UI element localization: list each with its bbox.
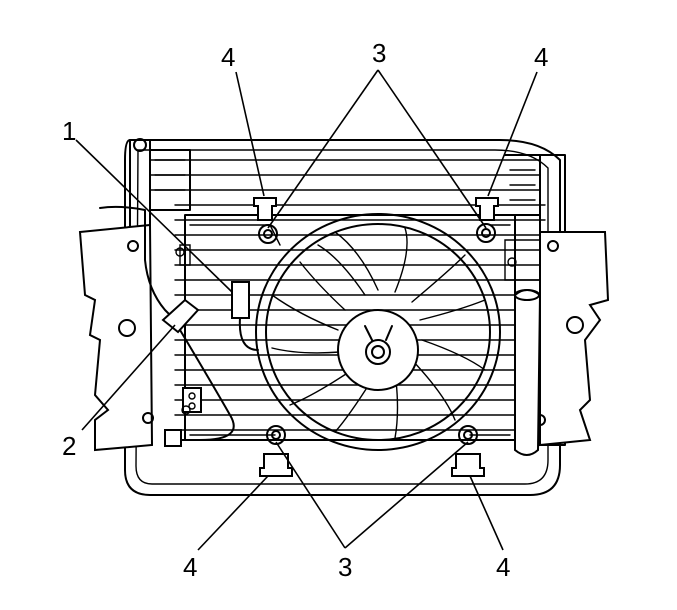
retainer-clips bbox=[253, 197, 499, 477]
bolt-top-right bbox=[476, 223, 496, 243]
wiring-harness bbox=[99, 205, 235, 447]
callout-4-bottom-left: 4 bbox=[183, 552, 197, 582]
clip-top-left bbox=[253, 197, 277, 221]
cooling-fan bbox=[255, 213, 501, 451]
right-mounting-bracket bbox=[534, 231, 610, 447]
clip-top-right bbox=[475, 197, 499, 221]
clip-bottom-right bbox=[451, 453, 485, 477]
clip-bottom-left bbox=[259, 453, 293, 477]
condenser-pipe bbox=[504, 239, 542, 456]
callouts: 1 2 3 3 4 4 4 4 bbox=[62, 38, 548, 582]
callout-4-top-left: 4 bbox=[221, 42, 235, 72]
callout-3-top: 3 bbox=[372, 38, 386, 68]
callout-1: 1 bbox=[62, 116, 76, 146]
fasteners bbox=[175, 223, 517, 445]
leader-lines bbox=[75, 69, 538, 551]
callout-2: 2 bbox=[62, 431, 76, 461]
radiator bbox=[124, 139, 561, 496]
callout-4-top-right: 4 bbox=[534, 42, 548, 72]
bolt-bottom-right bbox=[458, 425, 478, 445]
fan-motor-connector bbox=[231, 281, 259, 351]
left-mounting-bracket bbox=[78, 223, 154, 452]
bolt-top-left bbox=[258, 224, 278, 244]
callout-4-bottom-right: 4 bbox=[496, 552, 510, 582]
callout-3-bottom: 3 bbox=[338, 552, 352, 582]
bolt-bottom-left bbox=[266, 425, 286, 445]
